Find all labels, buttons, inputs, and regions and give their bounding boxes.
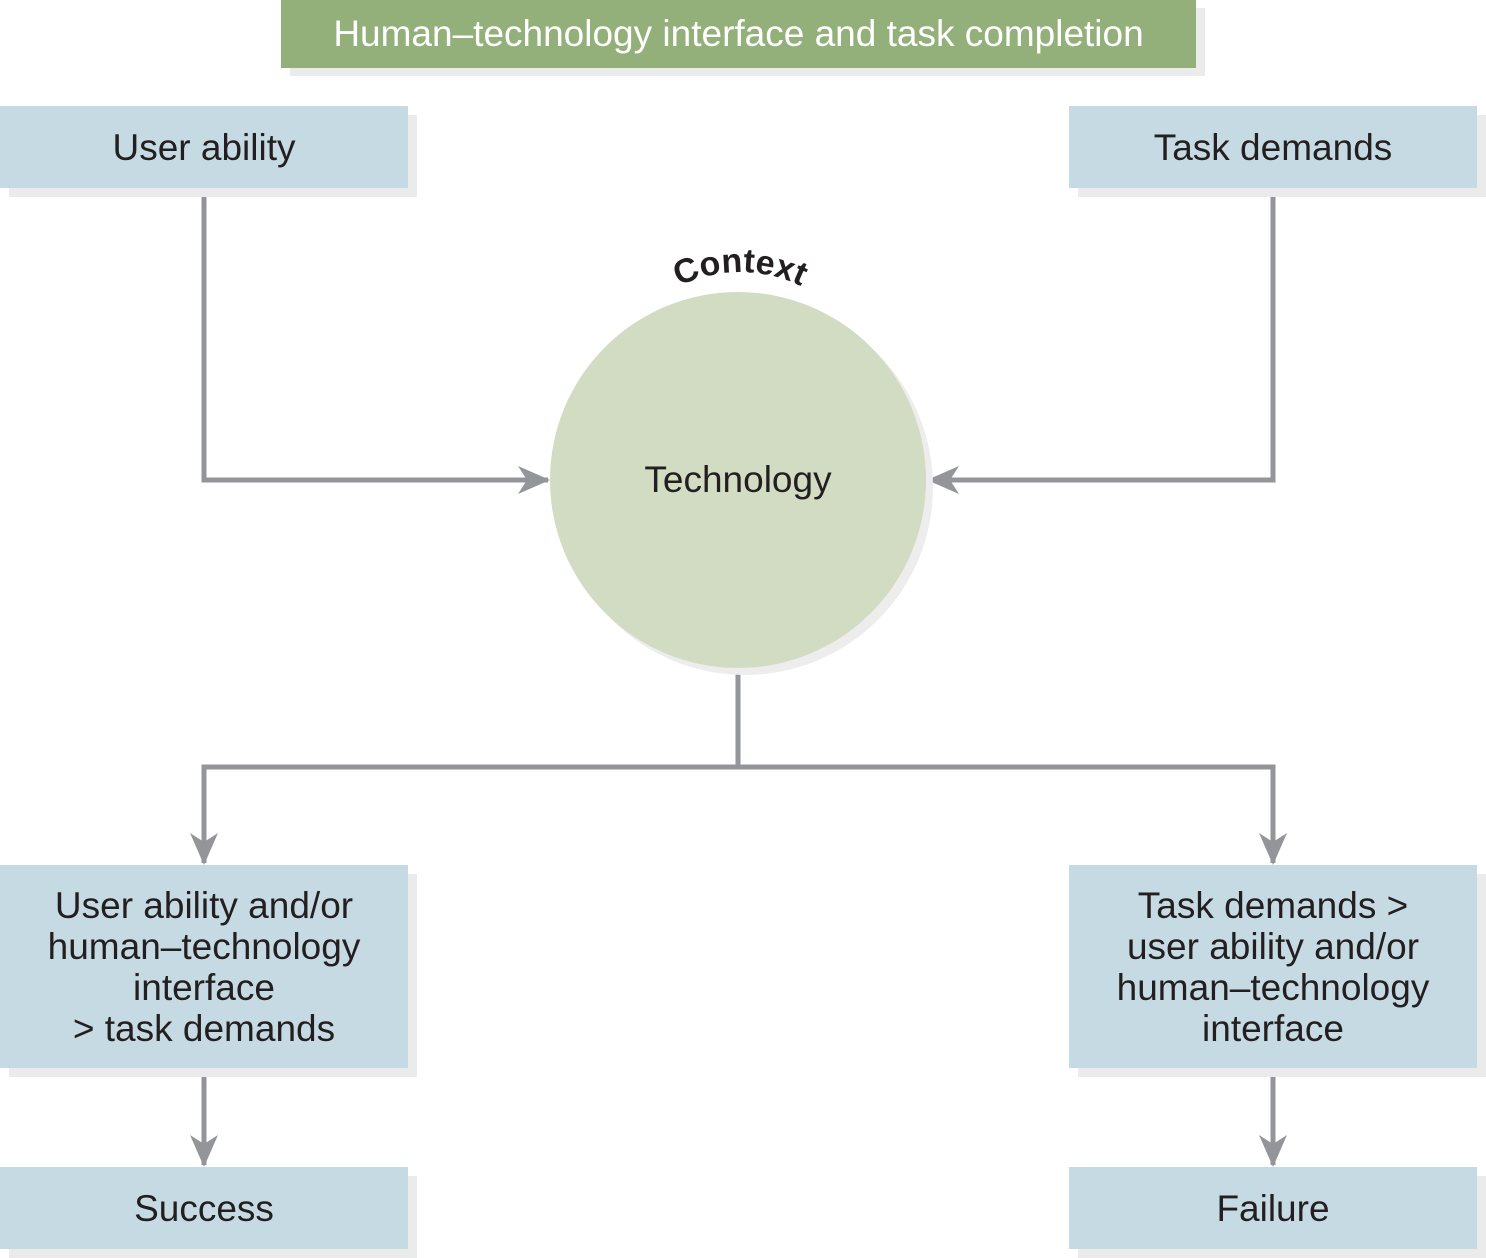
context-text: Context — [668, 242, 813, 294]
arrow-technology-to-success-condition — [190, 764, 738, 865]
arrow-task-demands-to-technology — [927, 188, 1276, 494]
success-box: Success — [0, 1167, 408, 1249]
technology-label: Technology — [644, 459, 832, 500]
failure-condition-box: Task demands > user ability and/or human… — [1069, 865, 1477, 1068]
success-condition-box: User ability and/or human–technology int… — [0, 865, 408, 1068]
svg-text:Context: Context — [668, 242, 813, 294]
context-label: Context — [668, 242, 813, 294]
failure-box: Failure — [1069, 1167, 1477, 1249]
diagram-title: Human–technology interface and task comp… — [281, 0, 1196, 68]
arrow-user-ability-to-technology — [201, 188, 550, 494]
task-demands-box: Task demands — [1069, 106, 1477, 188]
user-ability-box: User ability — [0, 106, 408, 188]
technology-circle: Technology — [550, 292, 926, 668]
arrow-technology-to-failure-condition — [738, 764, 1287, 865]
